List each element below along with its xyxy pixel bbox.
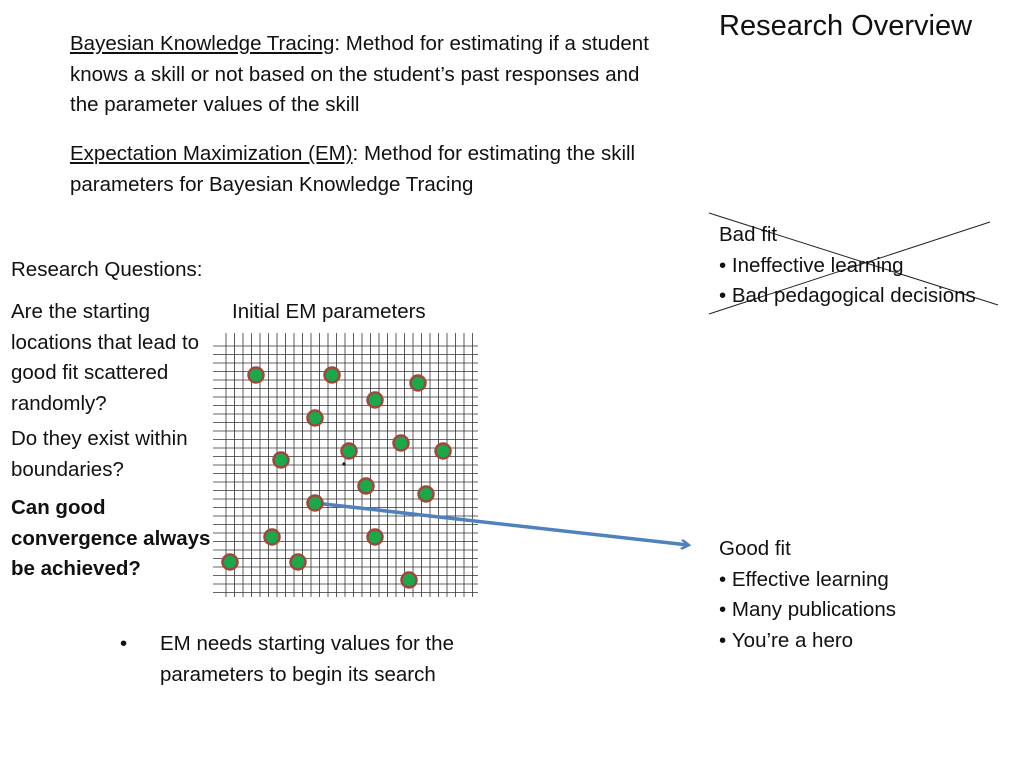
good-fit-title: Good fit [719,537,791,560]
starting-point-dot [366,528,384,546]
starting-point-dot [289,553,307,571]
starting-point-dot [357,477,375,495]
bad-fit-title: Bad fit [719,223,778,246]
question-convergence: Can good convergence always be achieved? [11,496,211,580]
bad-fit-item: Ineffective learning [719,251,976,282]
bullet-icon: • [120,632,128,655]
definition-bkt: Bayesian Knowledge Tracing: Method for e… [70,29,670,121]
grid-label: Initial EM parameters [232,300,426,323]
research-questions-heading: Research Questions: [11,258,203,281]
definition-term: Expectation Maximization (EM) [70,142,353,165]
starting-point-dot [247,366,265,384]
definition-text: : Method for estimating if a student kno… [70,32,649,116]
bad-fit-box: Bad fit Ineffective learning Bad pedagog… [719,220,976,312]
bad-fit-item: Bad pedagogical decisions [719,281,976,312]
definition-em: Expectation Maximization (EM): Method fo… [70,139,670,200]
arrow-to-good-fit [314,501,688,545]
parameter-grid [213,333,478,597]
starting-point-dot [409,374,427,392]
starting-point-dot [417,485,435,503]
em-note-text: EM needs starting values for the paramet… [160,632,454,686]
definition-term: Bayesian Knowledge Tracing [70,32,335,55]
starting-point-dot [272,451,290,469]
em-note: • EM needs starting values for the param… [120,629,520,690]
starting-point-dot [263,528,281,546]
starting-point-dot [392,434,410,452]
definition-text: : Method for estimating the skill parame… [70,142,636,196]
starting-points [221,366,452,589]
starting-point-dot [400,571,418,589]
question-boundaries: Do they exist within boundaries? [11,427,188,481]
good-fit-item: You’re a hero [719,626,896,657]
good-fit-item: Effective learning [719,565,896,596]
question-scattered: Are the starting locations that lead to … [11,300,200,415]
grid-center-mark [342,462,346,466]
starting-point-dot [366,391,384,409]
starting-point-dot [323,366,341,384]
good-fit-box: Good fit Effective learning Many publica… [719,534,896,656]
starting-point-dot [340,442,358,460]
starting-point-dot [306,494,324,512]
starting-point-dot [434,442,452,460]
slide-title: Research Overview [719,10,973,42]
good-fit-item: Many publications [719,595,896,626]
starting-point-dot [306,409,324,427]
starting-point-dot [221,553,239,571]
